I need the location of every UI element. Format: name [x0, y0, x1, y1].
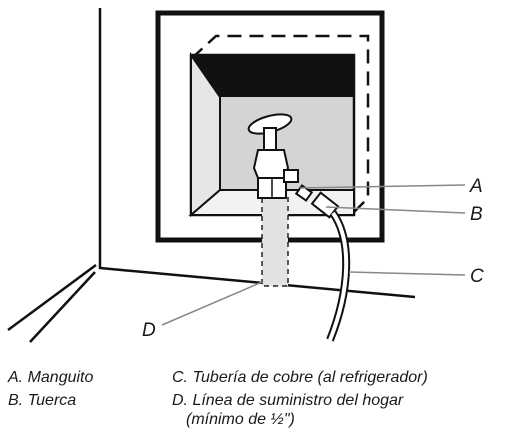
valve-body [252, 149, 290, 179]
callout-d: D [142, 320, 156, 341]
sleeve [294, 184, 314, 202]
valve-stem [263, 127, 277, 151]
valve-outlet [283, 169, 299, 183]
callout-b: B [470, 204, 483, 225]
recess-top-wall [191, 55, 354, 97]
legend-item-d: D. Línea de suministro del hogar [172, 392, 404, 409]
legend-item-c: C. Tubería de cobre (al refrigerador) [172, 369, 428, 386]
legend-item-b: B. Tuerca [8, 392, 77, 409]
leader-d [161, 281, 263, 326]
leader-c [348, 271, 466, 276]
callout-a: A [469, 176, 483, 197]
leader-b [325, 206, 466, 214]
recess-dashed-outline [191, 34, 370, 215]
supply-line-pipe [261, 195, 289, 287]
leader-a [299, 184, 466, 189]
legend-item-d-continued: (mínimo de ½") [186, 411, 295, 428]
cabinet-edge [98, 8, 416, 299]
floor-line [29, 271, 96, 343]
legend-item-a: A. Manguito [8, 369, 94, 386]
nut [310, 191, 340, 219]
callout-c: C [470, 266, 484, 287]
copper-tubing-highlight [328, 211, 349, 341]
cabinet-base-edge [7, 263, 97, 332]
